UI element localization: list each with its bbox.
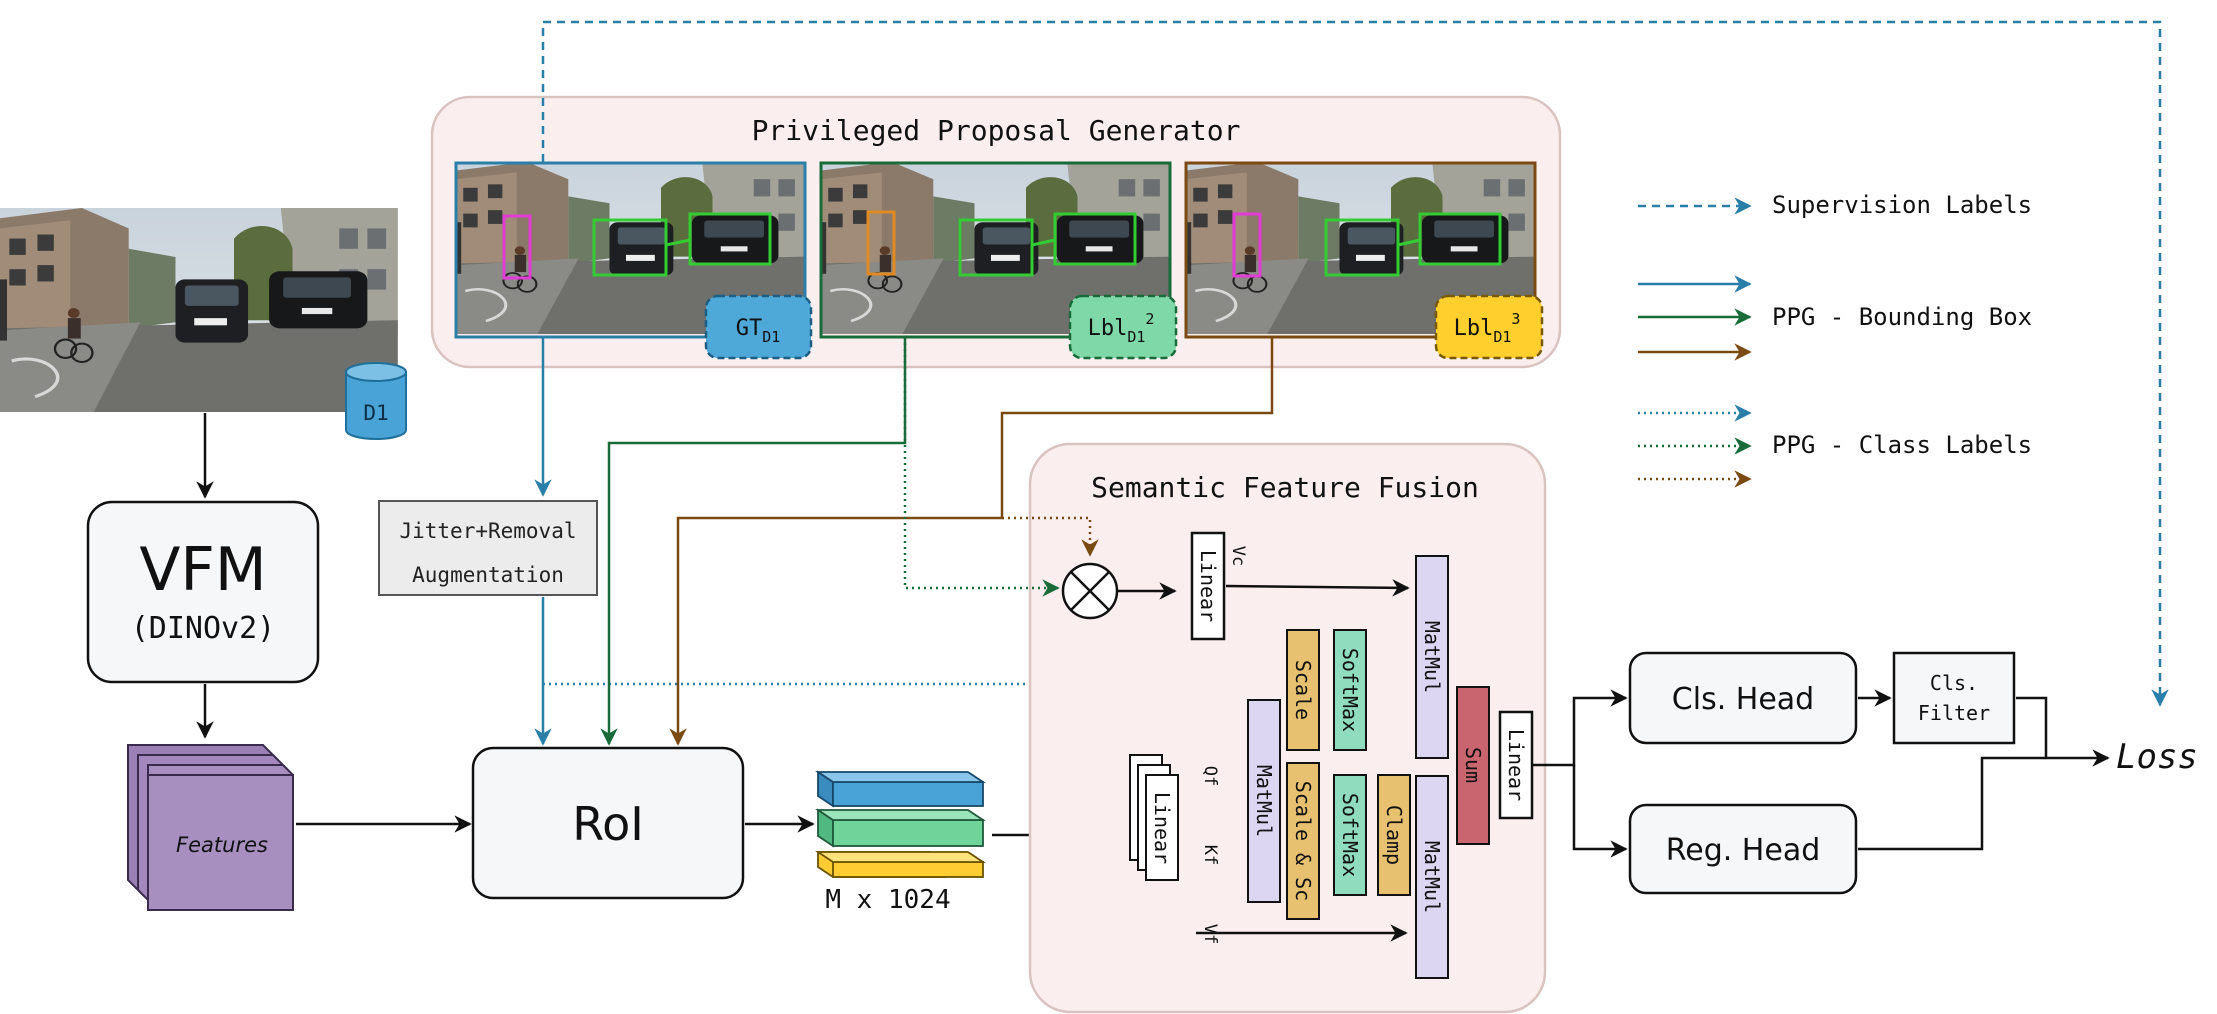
ppg-frame-lbl3 [1183,160,1544,360]
features-tensor-stack [127,744,294,911]
cls-head-box [1628,651,1858,745]
lbl3-to-roi-arrow [669,337,1274,746]
ppg-frame-lbl2 [818,160,1178,360]
input-image [0,206,400,414]
ppg-title: Privileged Proposal Generator [752,114,1241,147]
softmax-top-box [1333,629,1367,751]
legend: Supervision Labels PPG - Bounding Box PP… [1638,191,2032,488]
linear-qkv-label: Linear [1150,792,1174,864]
augmentation-to-fusion-dotted [543,625,1099,686]
linear-out-label: Linear [1504,729,1528,801]
matmul-bottom-label: MatMul [1420,841,1444,913]
linear-vc-box [1190,531,1226,641]
legend-supervision-label: Supervision Labels [1772,191,2032,219]
matmul-top-box [1415,555,1449,759]
reg-to-loss-arrow [1858,756,2046,851]
legend-bbox-label: PPG - Bounding Box [1772,303,2032,331]
sum-label: Sum [1461,747,1485,783]
softmax-bottom-box [1333,774,1367,896]
filter-to-loss-arrow [2016,696,2110,767]
clamp-label: Clamp [1382,805,1406,865]
scale-box [1286,629,1320,751]
sum-box [1456,686,1490,845]
supervision-arrow [541,20,2169,707]
softmax-top-label: SoftMax [1338,648,1362,732]
scale-label: Scale [1291,660,1315,720]
roi-box [471,746,745,900]
to-cls-head-arrow [1533,689,1628,767]
sff-title: Semantic Feature Fusion [1091,471,1479,504]
reg-head-label: Reg. Head [1666,833,1821,868]
vc-to-matmul-arrow [1225,579,1410,597]
matmul-top-label: MatMul [1420,621,1444,693]
qf-label: Qf [1200,766,1220,786]
lbl2-to-roi-arrow [600,337,907,746]
ppg-frame-gt [453,160,813,360]
reg-head-box [1628,803,1858,895]
augmentation-line2: Augmentation [412,563,564,587]
features-label: Features [176,833,268,857]
to-reg-head-arrow [1572,765,1628,858]
clamp-box [1377,774,1411,896]
vfm-title: VFM [139,535,266,605]
gt-label: GTD1 [736,316,781,346]
vfm-box [86,500,320,684]
kf-label: Kf [1200,845,1220,865]
vfm-subtitle: (DINOv2) [131,611,276,646]
matmul-qk-label: MatMul [1252,765,1276,837]
augmentation-box [378,500,598,596]
loss-label: Loss [2116,737,2198,777]
scale-sc-label: Scale & Sc [1291,781,1315,901]
cls-filter-line2: Filter [1918,701,1990,725]
linear-out-box [1498,710,1534,820]
dataset-cylinder-icon: D1 [345,362,407,440]
lbl2-label: LblD12 [1088,310,1155,346]
scale-sc-box [1286,762,1320,920]
linear-qkv-stack [1129,754,1179,881]
matmul-bottom-box [1415,775,1449,979]
softmax-bottom-label: SoftMax [1338,793,1362,877]
roi-label: RoI [572,797,644,851]
outer-product-icon [1061,562,1119,620]
cls-filter-box [1892,651,2016,745]
cls-head-label: Cls. Head [1672,682,1814,717]
legend-class-label: PPG - Class Labels [1772,431,2032,459]
vc-label: Vc [1228,546,1248,566]
cls-filter-line1: Cls. [1930,671,1978,695]
linear-vc-label: Linear [1196,550,1220,622]
proposal-size-label: M x 1024 [825,885,950,915]
lbl3-label: LblD13 [1454,310,1521,346]
dataset-label: D1 [363,401,388,425]
matmul-qk-box [1247,699,1281,903]
proposal-tensor-stack [815,770,986,878]
augmentation-line1: Jitter+Removal [399,519,576,543]
